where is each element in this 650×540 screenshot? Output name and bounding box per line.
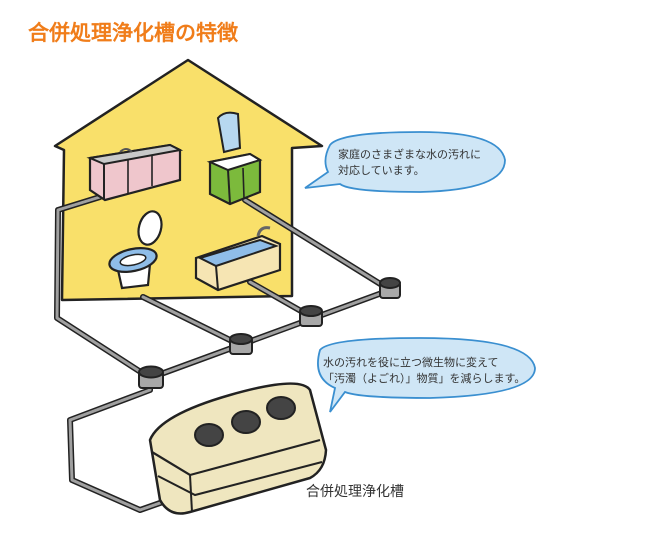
bubble-text-top: 家庭のさまざまな水の汚れに 対応しています。 [338,147,481,179]
junction-box [138,365,164,389]
washbasin-icon [206,111,263,206]
speech-bubble-top [304,131,506,193]
pipes [54,194,393,513]
junction-box [379,277,401,299]
speech-bubble-bottom [317,337,536,413]
junction-box [299,305,323,327]
toilet-icon [108,210,163,290]
bubble-text-line: 「汚濁（よごれ）」物質」を減らします。 [323,372,526,385]
bubble-text-line: 対応しています。 [338,164,425,177]
bathtub-icon [194,226,282,292]
kitchen-sink-icon [86,143,184,202]
bubble-text-line: 水の汚れを役に立つ微生物に変えて [323,356,499,369]
page-title: 合併処理浄化槽の特徴 [28,21,238,45]
bubble-text-bottom: 水の汚れを役に立つ微生物に変えて 「汚濁（よごれ）」物質」を減らします。 [323,355,525,387]
bubble-text-line: 家庭のさまざまな水の汚れに [338,148,481,161]
junction-box [229,333,253,355]
septic-tank [148,382,328,515]
septic-tank-label: 合併処理浄化槽 [306,484,404,500]
